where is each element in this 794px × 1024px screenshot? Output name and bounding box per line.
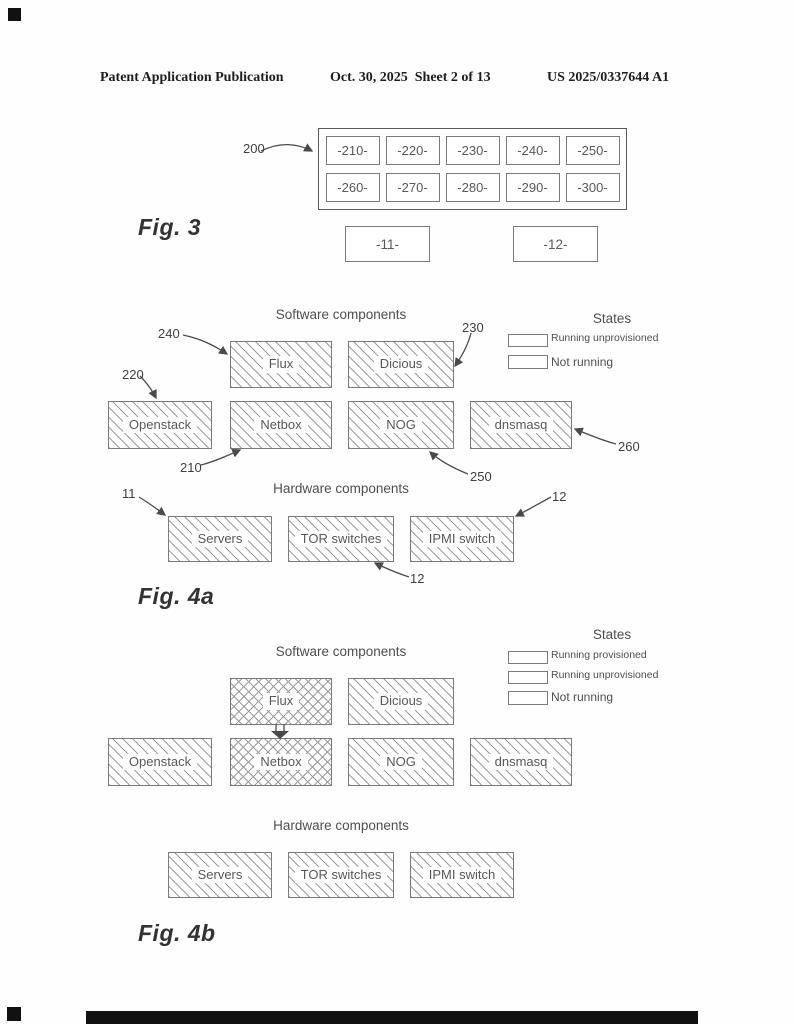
fig3-box-12: -12- xyxy=(513,226,598,262)
fig4a-box-ipmi-switch: IPMI switch xyxy=(410,516,514,562)
fig4a-box-netbox: Netbox xyxy=(230,401,332,449)
fig4a-box-servers: Servers xyxy=(168,516,272,562)
fig3-cell-300: -300- xyxy=(565,172,620,202)
ref-label-200: 200 xyxy=(243,141,265,156)
ref-label-210: 210 xyxy=(180,460,202,475)
fig3-cell-250: -250- xyxy=(565,136,620,166)
ref-label-12-right: 12 xyxy=(552,489,567,504)
box-label: TOR switches xyxy=(294,866,388,884)
fig4b-states-heading: States xyxy=(592,627,632,642)
fig4b-legend-swatch-not-running xyxy=(508,691,548,705)
fig3-grid-row-1: -210- -220- -230- -240- -250- xyxy=(325,136,620,166)
fig3-caption: Fig. 3 xyxy=(138,214,202,240)
leader-250-arrow xyxy=(428,451,469,475)
ref-label-12-bottom: 12 xyxy=(410,571,425,586)
fig4b-box-dicious: Dicious xyxy=(348,678,454,725)
fig4a-legend-label-not-running: Not running xyxy=(551,355,614,369)
fig4a-box-tor-switches: TOR switches xyxy=(288,516,394,562)
box-label: Openstack xyxy=(122,753,198,771)
fig4a-box-openstack: Openstack xyxy=(108,401,212,449)
box-label: TOR switches xyxy=(294,530,388,548)
box-label: Netbox xyxy=(254,753,308,771)
fig4b-software-heading: Software components xyxy=(275,644,407,659)
fig3-cell-230: -230- xyxy=(445,136,500,166)
ref-label-260: 260 xyxy=(618,439,640,454)
fig4a-box-nog: NOG xyxy=(348,401,454,449)
fig4a-box-dnsmasq: dnsmasq xyxy=(470,401,572,449)
fig4b-box-flux: Flux xyxy=(230,678,332,725)
fig4a-box-flux: Flux xyxy=(230,341,332,388)
fig3-box-11: -11- xyxy=(345,226,430,262)
ref-label-230: 230 xyxy=(462,320,484,335)
fig4b-box-nog: NOG xyxy=(348,738,454,786)
ref-label-220: 220 xyxy=(122,367,144,382)
box-label: IPMI switch xyxy=(422,530,502,548)
box-label: Netbox xyxy=(254,416,308,434)
fig4a-legend-swatch-running-unprovisioned xyxy=(508,334,548,347)
scan-artifact-bottom-left xyxy=(7,1007,21,1021)
fig4b-box-netbox: Netbox xyxy=(230,738,332,786)
header-date-sheet: Oct. 30, 2025 Sheet 2 of 13 xyxy=(330,70,491,85)
fig3-cell-290: -290- xyxy=(505,172,560,202)
fig4a-box-dicious: Dicious xyxy=(348,341,454,388)
box-label: Flux xyxy=(262,356,300,373)
box-label: NOG xyxy=(380,753,422,771)
box-label: Flux xyxy=(262,693,300,710)
fig3-cell-270: -270- xyxy=(385,172,440,202)
header-patent-number: US 2025/0337644 A1 xyxy=(547,70,670,85)
fig3-cell-220: -220- xyxy=(385,136,440,166)
flux-to-netbox-arrow xyxy=(271,724,289,739)
fig4b-legend-label-running-provisioned: Running provisioned xyxy=(551,649,647,661)
fig3-cell-210: -210- xyxy=(325,136,380,166)
leader-210-arrow xyxy=(200,449,242,466)
fig3-cell-260: -260- xyxy=(325,172,380,202)
fig4b-box-servers: Servers xyxy=(168,852,272,898)
fig4a-legend-label-running-unprovisioned: Running unprovisioned xyxy=(551,332,659,344)
box-label: NOG xyxy=(380,416,422,434)
fig4b-box-tor-switches: TOR switches xyxy=(288,852,394,898)
fig4b-legend-swatch-running-provisioned xyxy=(508,651,548,664)
fig4a-caption: Fig. 4a xyxy=(138,583,215,609)
leader-240-arrow xyxy=(182,334,229,355)
fig4b-box-dnsmasq: dnsmasq xyxy=(470,738,572,786)
ref-label-250: 250 xyxy=(470,469,492,484)
fig3-cell-240: -240- xyxy=(505,136,560,166)
box-label: Dicious xyxy=(373,356,429,373)
ref-label-240: 240 xyxy=(158,326,180,341)
box-label: IPMI switch xyxy=(422,866,502,884)
fig4a-hardware-heading: Hardware components xyxy=(273,481,409,496)
ref-label-11: 11 xyxy=(122,486,136,501)
scan-artifact-top-left xyxy=(8,8,21,21)
fig4b-box-openstack: Openstack xyxy=(108,738,212,786)
fig4a-legend-swatch-not-running xyxy=(508,355,548,369)
fig3-component-grid: -210- -220- -230- -240- -250- -260- -270… xyxy=(318,128,627,210)
box-label: Dicious xyxy=(373,693,429,710)
fig4b-box-ipmi-switch: IPMI switch xyxy=(410,852,514,898)
scan-artifact-bottom-bar xyxy=(86,1011,698,1024)
leader-260-arrow xyxy=(573,427,617,445)
fig4b-caption: Fig. 4b xyxy=(138,920,216,946)
box-label: Servers xyxy=(191,866,249,884)
fig3-cell-280: -280- xyxy=(445,172,500,202)
fig4b-hardware-heading: Hardware components xyxy=(273,818,409,833)
header-publication: Patent Application Publication xyxy=(100,70,284,85)
leader-12-right-arrow xyxy=(514,496,552,517)
fig4a-states-heading: States xyxy=(592,311,632,326)
leader-12-bottom-arrow xyxy=(373,562,410,578)
leader-230-arrow xyxy=(454,332,472,368)
box-label: dnsmasq xyxy=(488,753,554,771)
box-label: Openstack xyxy=(122,416,198,434)
leader-11-arrow xyxy=(138,496,167,516)
box-label: dnsmasq xyxy=(488,416,554,434)
fig4b-legend-label-running-unprovisioned: Running unprovisioned xyxy=(551,669,659,681)
fig3-grid-row-2: -260- -270- -280- -290- -300- xyxy=(325,172,620,202)
box-label: Servers xyxy=(191,530,249,548)
fig4a-software-heading: Software components xyxy=(275,307,407,322)
fig4b-legend-swatch-running-unprovisioned xyxy=(508,671,548,684)
fig4b-legend-label-not-running: Not running xyxy=(551,690,614,704)
leader-200-arrow xyxy=(260,143,314,152)
